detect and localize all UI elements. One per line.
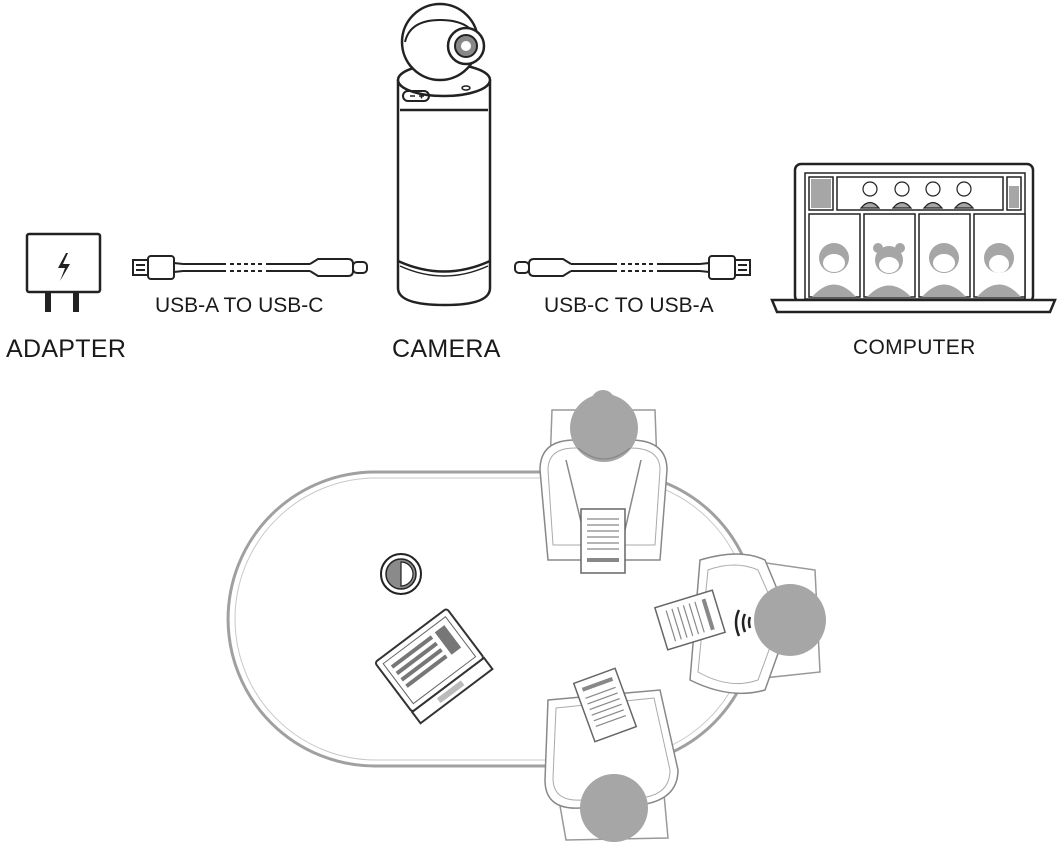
- camera-top-view-icon: [380, 553, 422, 595]
- usb-c-to-usb-a-cable-icon: [514, 255, 751, 280]
- cable-left-label: USB-A TO USB-C: [155, 294, 324, 317]
- computer-label: COMPUTER: [853, 336, 976, 359]
- camera-icon: [396, 2, 492, 307]
- adapter-label: ADAPTER: [6, 335, 127, 363]
- cable-right-label: USB-C TO USB-A: [544, 294, 714, 317]
- table-laptop-icon: [375, 608, 494, 725]
- paper-top-icon: [580, 508, 626, 574]
- camera-label: CAMERA: [392, 335, 501, 363]
- usb-a-to-usb-c-cable-icon: [132, 255, 368, 280]
- paper-bottom-icon: [572, 667, 638, 743]
- laptop-computer-icon: [770, 162, 1057, 314]
- participant-top-icon: [539, 390, 668, 561]
- adapter-icon: [25, 232, 102, 312]
- paper-right-icon: [653, 589, 727, 651]
- participant-bottom-icon: [544, 689, 679, 842]
- participant-right-icon: [689, 553, 826, 695]
